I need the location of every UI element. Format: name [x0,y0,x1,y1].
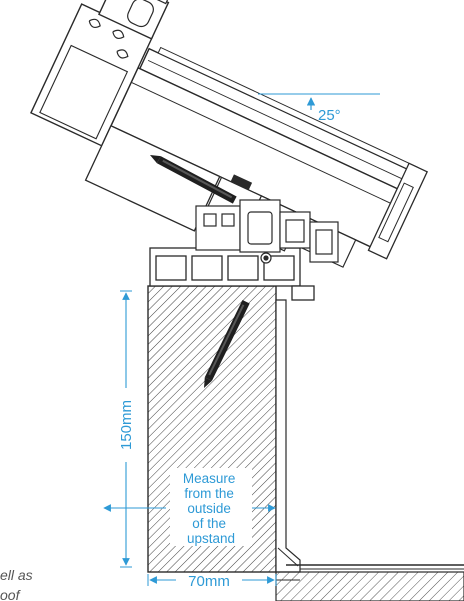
angle-label: 25° [318,107,341,124]
left-profile-clip-3 [116,49,129,59]
flashing-drip [277,547,299,567]
caption-line-2: oof [0,587,22,601]
left-profile-clip-2 [112,29,125,39]
width-dimension: 70mm [147,573,277,590]
base-frame-chamber-2 [191,255,223,281]
housing-chamber-b [221,213,235,227]
left-profile-clip-1 [88,18,101,28]
base-frame-chamber-3 [227,255,259,281]
roof-light-assembly [30,0,429,268]
measure-note-bg [170,468,252,546]
caption-fragment: ell as oof [0,567,33,601]
caption-line-1: ell as [0,567,33,583]
left-profile-slot [127,0,154,28]
angle-annotation: 25° [258,93,380,124]
measure-note: Measure from the outside of the upstand [103,468,276,546]
upstand-flashing [275,299,301,573]
measure-note-text: Measure from the outside of the upstand [183,471,239,546]
housing-chamber-e [315,229,333,255]
pencil-icon [150,155,237,204]
glazing-inner-line [147,59,413,185]
sash-frame-line [131,81,407,212]
base-frame-foot [291,285,315,301]
housing-chamber-a [203,213,217,227]
base-frame-chamber-1 [155,255,187,281]
height-label: 150mm [118,400,135,450]
left-profile-inner [39,44,129,140]
roof-deck-hatch [275,571,464,601]
mid-profile-seal [230,174,253,191]
measure-note-line-4: of the [192,516,226,531]
right-end-cap-inner [378,182,414,243]
lower-sash [84,124,221,232]
housing-chamber-c [247,211,273,245]
roof-deck [275,564,464,601]
housing-chamber-d [285,219,305,243]
measure-note-line-3: outside [187,501,231,516]
measure-note-line-2: from the [184,486,234,501]
housing-block-1 [195,205,241,251]
pencil-icon [204,299,250,388]
actuator-housing [195,199,339,264]
measure-note-line-1: Measure [183,471,236,486]
measure-note-line-5: upstand [187,531,235,546]
hinge-pin-inner [263,255,269,261]
height-dimension: 150mm [118,290,135,568]
width-label: 70mm [188,573,230,590]
